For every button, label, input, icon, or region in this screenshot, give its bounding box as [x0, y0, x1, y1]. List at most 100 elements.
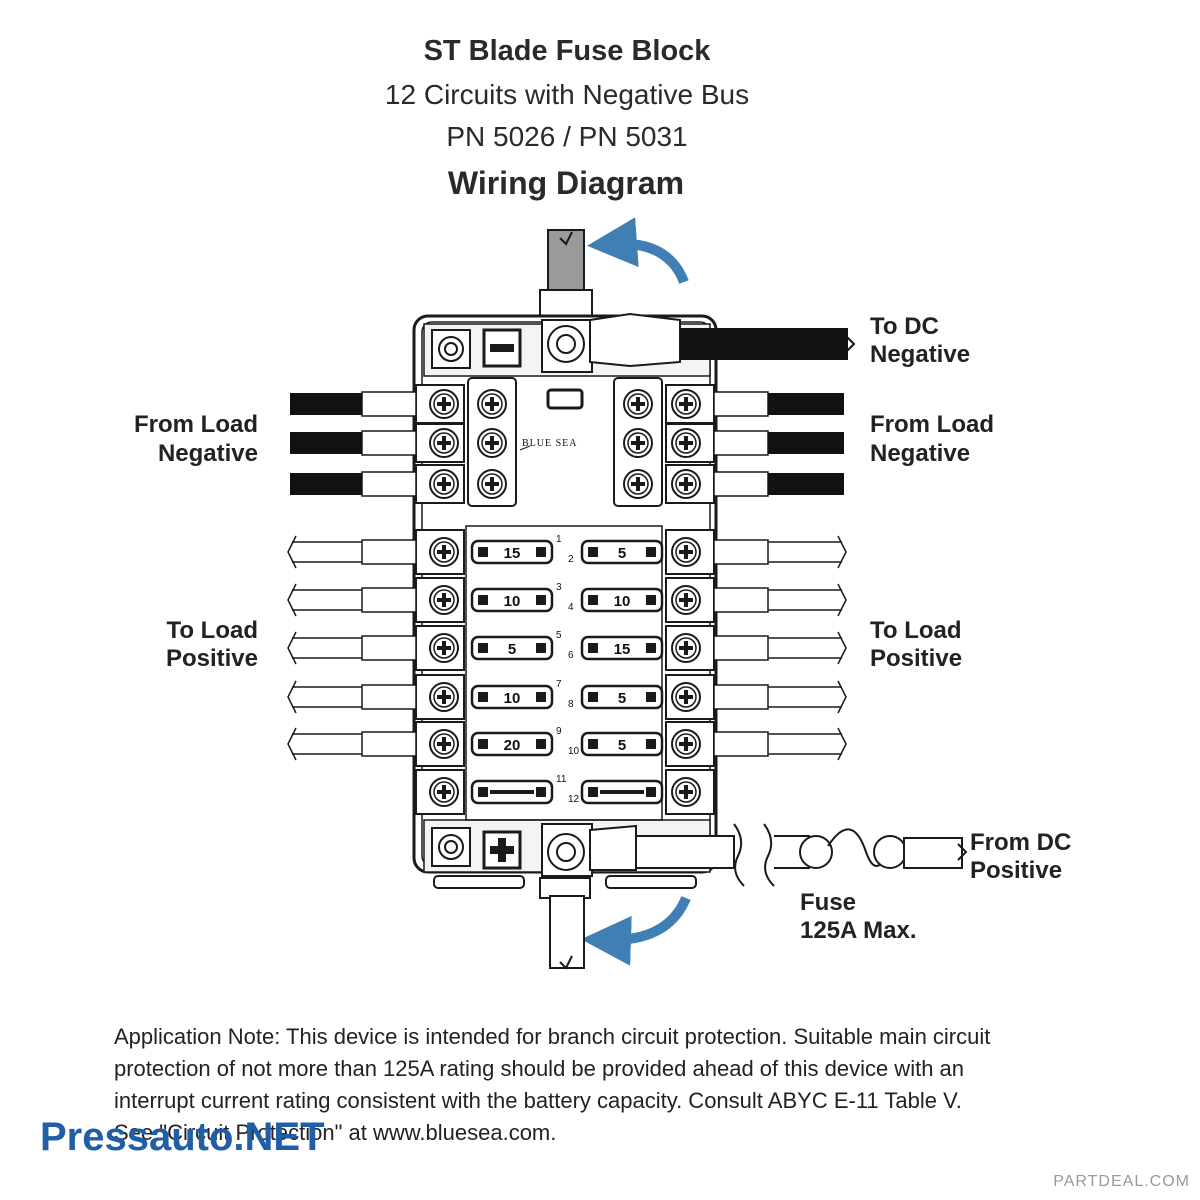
screw-icon	[671, 389, 701, 419]
screw-icon	[477, 469, 507, 499]
fuse-rating: 15	[504, 545, 521, 562]
application-note-line-3: interrupt current rating consistent with…	[114, 1088, 962, 1113]
neg-wire-right	[768, 473, 844, 495]
fuse-3: 10 3	[470, 582, 562, 613]
fuse-index: 6	[568, 650, 574, 661]
screw-icon	[429, 633, 459, 663]
top-negative-stud	[541, 319, 593, 373]
fuse-index: 2	[568, 554, 574, 565]
label-to-load-positive-right-1: To Load	[870, 617, 962, 644]
screw-icon	[671, 469, 701, 499]
screw-icon	[623, 389, 653, 419]
fuse-8: 58	[568, 684, 664, 710]
bottom-positive-cable	[539, 877, 591, 970]
fuse-index: 7	[556, 679, 562, 690]
fuse-1: 15 1	[470, 534, 562, 565]
label-to-load-positive-left-2: Positive	[166, 645, 258, 672]
negative-symbol-icon	[482, 328, 522, 368]
inline-fuse-icon	[799, 828, 968, 869]
fuse-10: 5 10	[568, 731, 664, 757]
label-from-load-negative-left-2: Negative	[158, 440, 258, 467]
fuse-9: 209	[470, 726, 562, 757]
fuse-rating: 5	[618, 737, 626, 754]
screw-icon	[671, 777, 701, 807]
neg-wire-ferrule-left	[361, 430, 417, 456]
pos-wire-ferrule-left	[361, 635, 417, 661]
top-negative-cable	[539, 229, 593, 319]
pos-wire-ferrule-left	[361, 539, 417, 565]
positive-symbol-icon	[482, 830, 522, 870]
screw-icon	[429, 585, 459, 615]
screw-icon	[623, 469, 653, 499]
screw-icon	[671, 537, 701, 567]
pos-wire-right	[768, 583, 847, 617]
pos-wire-left	[287, 680, 362, 714]
neg-wire-left	[290, 473, 362, 495]
label-fuse-1: Fuse	[800, 889, 856, 916]
application-note-line-4: See "Circuit Protection" at www.bluesea.…	[114, 1120, 556, 1145]
fuse-rating: 5	[618, 690, 626, 707]
fuse-11: 11	[470, 774, 567, 805]
neg-wire-left	[290, 393, 362, 415]
bottom-ground-stud	[431, 827, 471, 867]
label-fuse-2: 125A Max.	[800, 917, 917, 944]
screw-icon	[671, 428, 701, 458]
screw-icon	[429, 682, 459, 712]
diagram-subtitle: 12 Circuits with Negative Bus	[385, 79, 749, 110]
pos-wire-right	[768, 535, 847, 569]
pos-wire-left	[287, 631, 362, 665]
label-to-load-positive-left-1: To Load	[166, 617, 258, 644]
screw-icon	[429, 729, 459, 759]
fuse-index: 11	[556, 774, 567, 785]
rotate-arrow-top-icon	[587, 217, 689, 284]
pos-wire-left	[287, 535, 362, 569]
pos-wire-ferrule-right	[713, 684, 769, 710]
label-from-dc-positive-2: Positive	[970, 857, 1062, 884]
screw-icon	[671, 633, 701, 663]
fuse-rating: 5	[618, 545, 626, 562]
pos-wire-ferrule-right	[713, 731, 769, 757]
neg-wire-ferrule-right	[713, 471, 769, 497]
negative-terminal-rows	[290, 384, 844, 504]
fuse-index: 1	[556, 534, 562, 545]
fuse-index: 12	[568, 794, 580, 805]
dc-negative-cable	[589, 312, 856, 368]
screw-icon	[623, 428, 653, 458]
neg-wire-ferrule-right	[713, 391, 769, 417]
screw-icon	[671, 729, 701, 759]
pos-wire-left	[287, 727, 362, 761]
pos-wire-ferrule-right	[713, 587, 769, 613]
screw-icon	[429, 469, 459, 499]
fuse-index: 4	[568, 602, 574, 613]
neg-wire-ferrule-right	[713, 430, 769, 456]
fuse-7: 107	[470, 679, 562, 710]
top-ground-stud	[431, 329, 471, 369]
fuse-12: 12	[568, 779, 664, 805]
brand-label: BLUE SEA	[522, 438, 578, 449]
screw-icon	[477, 428, 507, 458]
screw-icon	[671, 682, 701, 712]
label-from-load-negative-right-2: Negative	[870, 440, 970, 467]
watermark-pressauto: Pressauto.NET	[40, 1115, 325, 1159]
fuse-rating: 20	[504, 737, 521, 754]
dc-positive-cable	[589, 823, 810, 887]
fuse-6: 156	[568, 635, 664, 661]
fuse-rating: 10	[504, 593, 521, 610]
screw-icon	[429, 537, 459, 567]
screw-icon	[671, 585, 701, 615]
fuse-index: 8	[568, 699, 574, 710]
label-from-load-negative-right-1: From Load	[870, 411, 994, 438]
part-numbers: PN 5026 / PN 5031	[446, 121, 687, 152]
diagram-heading: Wiring Diagram	[448, 165, 684, 201]
pos-wire-ferrule-left	[361, 731, 417, 757]
fuse-rating: 5	[508, 641, 516, 658]
fuse-5: 55	[470, 630, 562, 661]
fuse-index: 10	[568, 746, 580, 757]
fuse-index: 3	[556, 582, 562, 593]
neg-wire-ferrule-left	[361, 471, 417, 497]
positive-terminal-rows	[287, 529, 847, 815]
label-to-dc-negative-2: Negative	[870, 341, 970, 368]
screw-icon	[429, 428, 459, 458]
label-from-dc-positive-1: From DC	[970, 829, 1071, 856]
